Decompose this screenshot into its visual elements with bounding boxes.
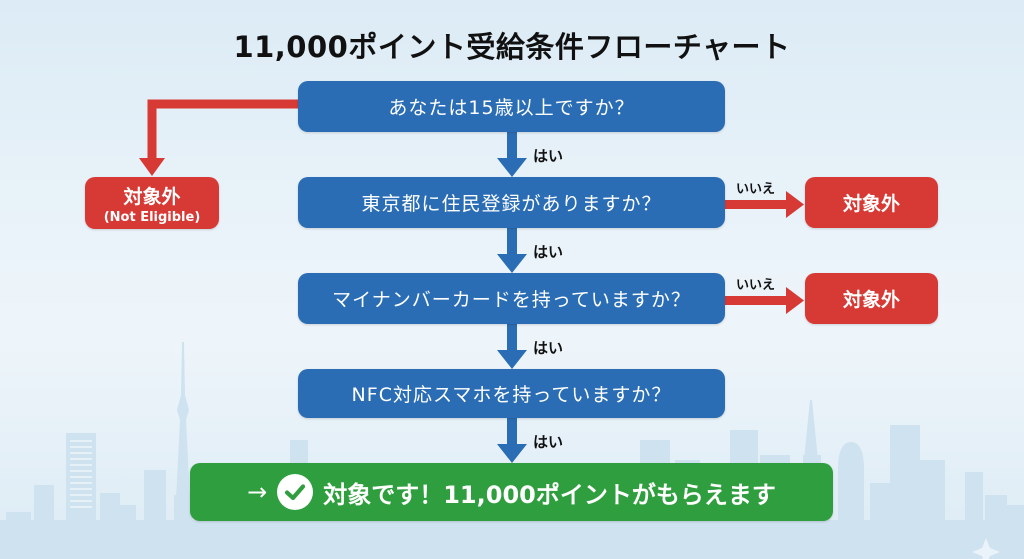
question-nfc-smartphone: NFC対応スマホを持っていますか？ [298,369,725,418]
no-label-q2: いいえ [736,182,776,197]
question-age-15: あなたは15歳以上ですか？ [298,81,725,132]
check-circle-icon [277,474,314,510]
yes-label-1: はい [533,147,564,165]
yes-label-2: はい [533,243,564,261]
no-arrow-q3 [725,287,804,314]
not-eligible-box-right-1: 対象外 [805,177,938,228]
question-text: あなたは15歳以上ですか？ [388,97,635,119]
not-eligible-label: 対象外 [123,185,181,208]
eligible-label: 対象です！11,000ポイントがもらえます [323,480,776,509]
arrow-right-icon: → [247,478,268,506]
yes-arrow-4 [497,418,527,463]
no-label-q3: いいえ [736,278,776,293]
eligible-result-box: → 対象です！11,000ポイントがもらえます [190,463,833,521]
no-arrow-q2 [725,191,804,218]
question-mynumber-card: マイナンバーカードを持っていますか？ [298,273,725,324]
yes-arrow-3 [497,324,527,369]
question-text: マイナンバーカードを持っていますか？ [332,289,691,311]
yes-label-3: はい [533,339,564,357]
not-eligible-label: 対象外 [842,289,900,311]
page-title: 11,000ポイント受給条件フローチャート [233,30,791,64]
yes-label-4: はい [533,433,564,451]
question-text: 東京都に住民登録がありますか？ [361,193,662,215]
not-eligible-box-right-2: 対象外 [805,273,938,324]
question-tokyo-resident: 東京都に住民登録がありますか？ [298,177,725,228]
question-text: NFC対応スマホを持っていますか？ [351,384,672,406]
yes-arrow-2 [497,228,527,273]
not-eligible-box-left: 対象外 (Not Eligible) [85,177,219,229]
yes-arrow-1 [497,132,527,177]
not-eligible-sublabel: (Not Eligible) [103,209,201,225]
not-eligible-label: 対象外 [842,193,900,215]
no-arrow-q1 [139,99,298,176]
